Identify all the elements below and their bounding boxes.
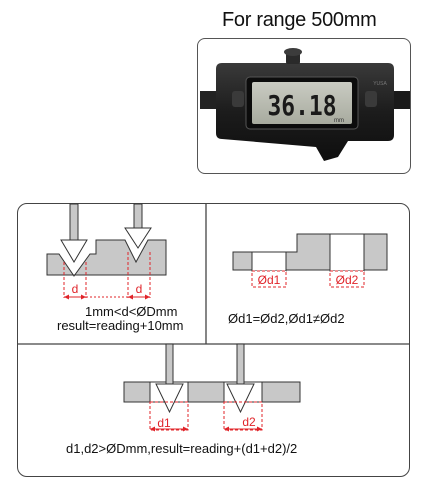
brand-mark: YUSA	[373, 81, 387, 87]
bottom-caption-text: d1,d2>ØDmm,result=reading+(d1+d2)/2	[66, 441, 298, 456]
probe-tip-4	[226, 383, 255, 414]
hole-2	[329, 233, 365, 272]
page-title: For range 500mm	[222, 9, 377, 31]
d-label-2: d	[136, 282, 143, 296]
probe-tip-1	[60, 239, 88, 263]
probe-shaft-2	[133, 203, 143, 229]
button-left	[232, 91, 244, 107]
workpiece-left	[46, 239, 167, 277]
tag-d1-bottom: d1	[157, 416, 171, 430]
tag-d2-right: Ød2	[336, 273, 359, 287]
left-condition-text: 1mm<d<ØDmm	[85, 304, 178, 319]
lcd-screen	[252, 82, 352, 124]
tag-d2-bottom: d2	[242, 415, 256, 429]
tag-box-1	[251, 270, 287, 288]
probe-tip-3	[155, 383, 184, 414]
probe-tip-2	[124, 227, 152, 249]
probe-shaft-4	[236, 343, 245, 385]
lcd-reading: 36.18	[267, 90, 336, 123]
probe-shaft-1	[69, 203, 79, 241]
right-caption-text: Ød1=Ød2,Ød1≠Ød2	[228, 311, 345, 326]
tag-box-2	[329, 270, 365, 288]
left-panel-diagram	[46, 203, 167, 300]
tag-d1-right: Ød1	[258, 273, 281, 287]
right-panel-diagram: Ød1 Ød2	[232, 233, 388, 288]
hole-1	[251, 251, 287, 272]
left-result-text: result=reading+10mm	[57, 318, 184, 333]
probe-shaft-3	[165, 343, 174, 385]
diagram-frame	[17, 203, 410, 477]
lcd-unit: mm	[334, 118, 344, 124]
d-label-1: d	[72, 282, 79, 296]
bottom-panel-diagram: d1 d2	[123, 343, 301, 432]
caliper-photo-frame: 36.18 mm YUSA	[197, 38, 411, 174]
caliper-photo: 36.18 mm YUSA	[200, 48, 410, 161]
button-right	[365, 91, 377, 107]
